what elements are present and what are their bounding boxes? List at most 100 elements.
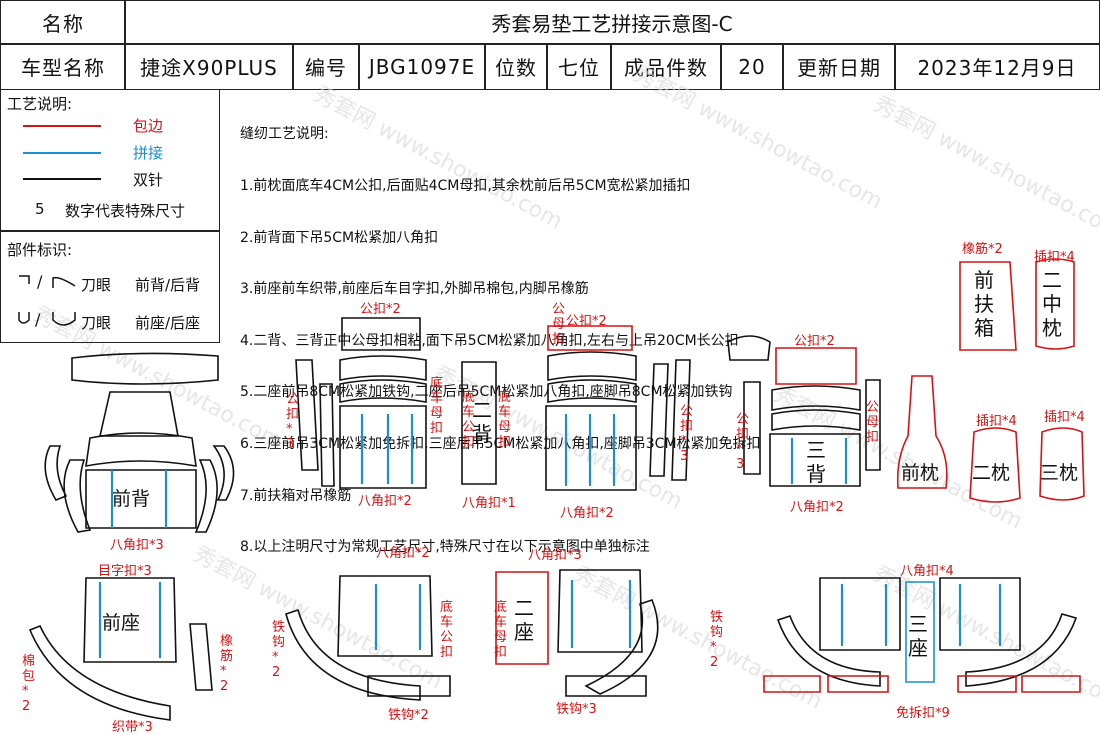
annotation: 底车公扣	[462, 390, 476, 450]
legend-special-num: 5	[35, 200, 45, 218]
annotation: 铁钩*2	[710, 610, 724, 670]
front-back-pattern	[44, 352, 235, 533]
legend-panel: 工艺说明: 包边 拼接 双针 5 数字代表特殊尺寸 部件标识: / 刀眼 前背/…	[0, 89, 220, 343]
front-armrest-label: 前扶箱	[974, 268, 994, 340]
seat-notch-icon: /	[18, 310, 76, 329]
pillow3-label: 三枕	[1040, 462, 1079, 484]
seats-cell: 七位	[546, 43, 612, 90]
pieces-label-cell: 成品件数	[610, 43, 722, 90]
annotation: 公母扣	[866, 400, 880, 445]
title-cell: 秀套易垫工艺拼接示意图-C	[124, 0, 1100, 45]
second-seat-right-pattern	[495, 569, 659, 697]
annotation: 铁钩*2	[388, 708, 429, 723]
code-label-cell: 编号	[292, 43, 360, 90]
annotation: 八角扣*4	[900, 564, 954, 579]
front-back-label: 前背	[112, 488, 151, 510]
seats-label: 位数	[495, 56, 537, 80]
notes-title: 缝纫工艺说明:	[240, 126, 329, 143]
third-back-label: 三背	[806, 438, 826, 486]
car-model-label-cell: 车型名称	[0, 43, 126, 90]
svg-text:/: /	[37, 272, 43, 291]
annotation: 公扣*3	[680, 404, 694, 464]
notes-line: 6.三座前吊3CM松紧加免拆扣,三座后吊5CM松紧加八角扣,座脚吊3CM松紧加免…	[240, 436, 761, 453]
annotation: 插扣*4	[1044, 410, 1085, 425]
annotation: 公扣*2	[360, 302, 401, 317]
notes-line: 3.前座前车织带,前座后车目字扣,外脚吊棉包,内脚吊橡筋	[240, 281, 589, 298]
legend-edge-label: 包边	[133, 117, 164, 135]
front-seat-pattern	[28, 577, 213, 721]
annotation: 铁钩*2	[272, 620, 286, 680]
name-label-cell: 名称	[0, 0, 126, 45]
annotation: 八角扣*1	[462, 496, 516, 511]
pieces-value: 20	[738, 54, 766, 79]
annotation: 八角扣*2	[790, 500, 844, 515]
seats-label-cell: 位数	[484, 43, 548, 90]
second-seat-left-pattern	[285, 575, 451, 701]
notes-line: 8.以上注明尺寸为常规工艺尺寸,特殊尺寸在以下示意图中单独标注	[240, 539, 650, 556]
annotation: 八角扣*2	[560, 506, 614, 521]
notes-line: 5.二座前吊8CM松紧加铁钩,二座后吊5CM松紧加八角扣,座脚吊8CM松紧加铁钩	[240, 384, 733, 401]
annotation: 目字扣*3	[98, 564, 152, 579]
code-cell: JBG1097E	[358, 43, 486, 90]
annotation: 八角扣*2	[376, 546, 430, 561]
legend-title: 工艺说明:	[7, 95, 73, 113]
update-label-cell: 更新日期	[782, 43, 896, 90]
code-label: 编号	[305, 56, 347, 80]
car-model-label: 车型名称	[21, 56, 105, 80]
legend-splice-label: 拼接	[133, 144, 164, 162]
notes-line: 7.前扶箱对吊橡筋	[240, 487, 352, 504]
stitch-line-swatch	[23, 178, 101, 180]
annotation: 底车母扣	[494, 600, 508, 660]
splice-line-swatch	[23, 152, 101, 154]
front-seat-label: 前座	[102, 612, 141, 634]
annotation: 公扣*2	[794, 334, 835, 349]
annotation: 底车母扣	[430, 376, 444, 436]
legend-divider	[1, 230, 219, 232]
legend-stitch-label: 双针	[133, 171, 164, 189]
second-back-label: 二背	[472, 398, 492, 446]
annotation: 插扣*4	[1034, 250, 1075, 265]
update-date-cell: 2023年12月9日	[894, 43, 1100, 90]
page-title: 秀套易垫工艺拼接示意图-C	[491, 12, 733, 36]
marker2-desc: 前座/后座	[135, 314, 201, 332]
update-date: 2023年12月9日	[917, 56, 1077, 80]
parts-title: 部件标识:	[7, 241, 73, 259]
pieces-label: 成品件数	[624, 56, 708, 80]
marker2-text: 刀眼	[81, 314, 112, 332]
annotation: 公扣*3	[286, 392, 300, 452]
code-value: JBG1097E	[368, 54, 476, 79]
annotation: 棉包*2	[22, 654, 36, 714]
notes-line: 1.前枕面底车4CM公扣,后面贴4CM母扣,其余枕前后吊5CM宽松紧加插扣	[240, 178, 691, 195]
third-seat-pattern	[763, 577, 1081, 693]
annotation: 公母扣	[552, 302, 566, 347]
annotation: 铁钩*3	[556, 702, 597, 717]
second-seat-label: 二座	[514, 596, 534, 644]
annotation: 织带*3	[112, 720, 153, 735]
pillow2-label: 二枕	[972, 462, 1011, 484]
notes-line: 4.二背、三背正中公母扣相粘,面下吊5CM松紧加八角扣,左右与上吊20CM长公扣	[240, 332, 739, 349]
annotation: 八角扣*3	[110, 538, 164, 553]
middle-pillow2-label: 二中枕	[1042, 268, 1062, 340]
seats-value: 七位	[558, 56, 600, 80]
annotation: 公扣*2	[566, 314, 607, 329]
annotation: 八角扣*3	[528, 548, 582, 563]
notes-line: 2.前背面下吊5CM松紧加八角扣	[240, 229, 439, 246]
annotation: 橡筋*2	[962, 242, 1003, 257]
car-model-value: 捷途X90PLUS	[140, 56, 278, 80]
annotation: 底车母扣	[498, 390, 512, 450]
update-label: 更新日期	[797, 56, 881, 80]
marker1-desc: 前背/后背	[135, 276, 201, 294]
legend-special-text: 数字代表特殊尺寸	[65, 202, 186, 220]
annotation: 底车公扣	[440, 600, 454, 660]
front-pillow-label: 前枕	[901, 462, 940, 484]
annotation: 插扣*4	[976, 414, 1017, 429]
annotation: 公扣*3	[736, 412, 750, 472]
sewing-notes: 缝纫工艺说明: 1.前枕面底车4CM公扣,后面贴4CM母扣,其余枕前后吊5CM宽…	[240, 92, 761, 574]
back-notch-icon: /	[19, 272, 76, 291]
pieces-cell: 20	[720, 43, 784, 90]
third-back-pattern	[727, 335, 881, 487]
annotation: 八角扣*2	[358, 494, 412, 509]
third-seat-label: 三座	[908, 612, 928, 660]
armrest-pillow-patterns	[896, 258, 1085, 503]
